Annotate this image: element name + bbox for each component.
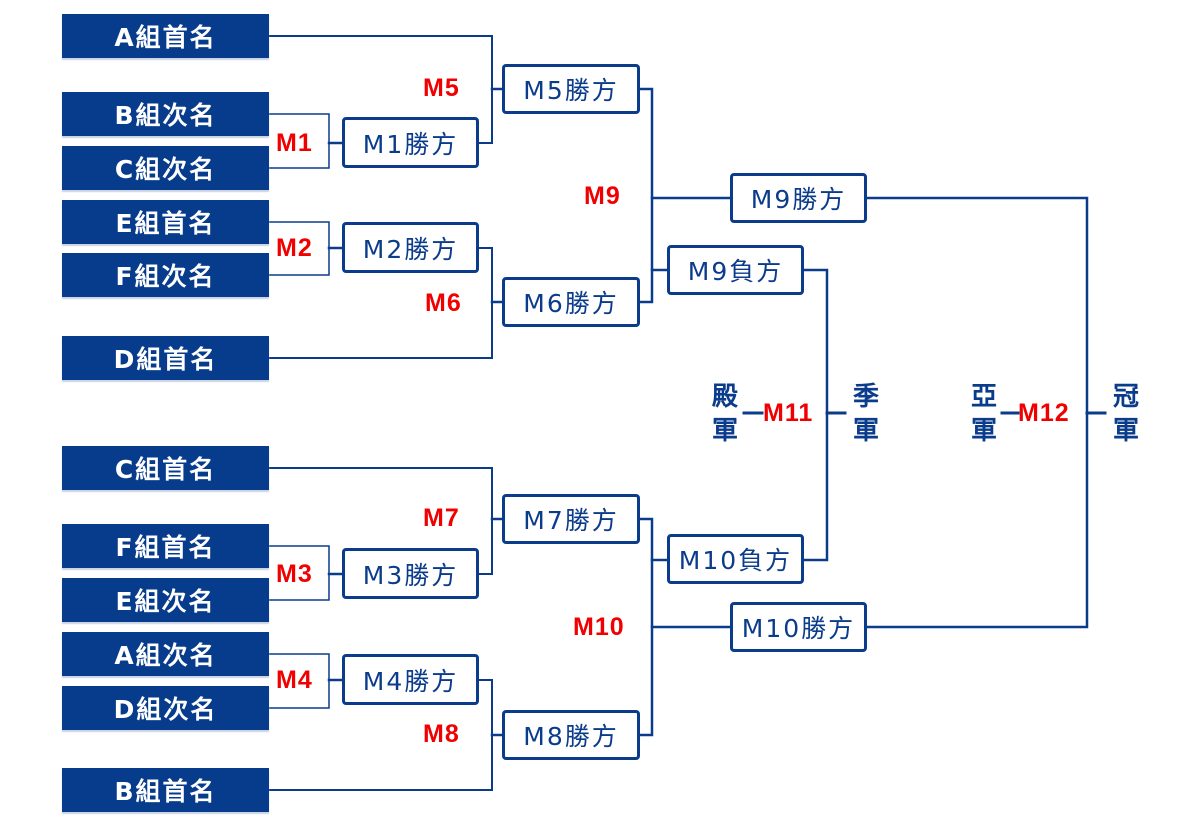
match-label-m1: M1: [276, 129, 313, 157]
seed-b1: B組首名: [62, 768, 269, 812]
match-label-m5: M5: [423, 74, 460, 102]
placing-second-char-2: 軍: [970, 416, 997, 446]
result-m7-winner: M7勝方: [502, 494, 640, 544]
match-label-m9: M9: [584, 182, 621, 210]
connector-m1: [268, 113, 330, 169]
placing-champion-char-1: 冠: [1112, 382, 1139, 412]
result-m10-winner: M10勝方: [730, 602, 867, 652]
placing-second: 亞 軍: [968, 380, 1000, 448]
match-label-m7: M7: [423, 504, 460, 532]
result-m6-winner: M6勝方: [502, 277, 640, 327]
placing-second-char-1: 亞: [970, 382, 997, 412]
match-label-m12: M12: [1018, 399, 1070, 427]
result-m2-winner: M2勝方: [342, 222, 479, 273]
seed-c2: C組次名: [62, 146, 269, 190]
connector-m10: [638, 517, 654, 737]
seed-e1: E組首名: [62, 200, 269, 244]
placing-third: 季 軍: [850, 380, 882, 448]
seed-b2: B組次名: [62, 92, 269, 136]
match-label-m6: M6: [425, 289, 462, 317]
seed-a2: A組次名: [62, 632, 269, 676]
result-m4-winner: M4勝方: [342, 654, 479, 705]
result-m1-winner: M1勝方: [342, 117, 479, 168]
match-label-m11: M11: [763, 399, 814, 427]
connector-m9: [638, 87, 654, 304]
match-label-m2: M2: [276, 234, 313, 262]
placing-champion: 冠 軍: [1110, 380, 1142, 448]
connector-m11: [802, 268, 829, 562]
result-m10-loser: M10負方: [667, 534, 804, 584]
placing-fourth: 殿 軍: [709, 380, 741, 448]
seed-d2: D組次名: [62, 686, 269, 730]
seed-a1: A組首名: [62, 14, 269, 58]
match-label-m3: M3: [276, 560, 313, 588]
placing-third-char-2: 軍: [852, 416, 879, 446]
seed-c1: C組首名: [62, 446, 269, 490]
result-m9-loser: M9負方: [667, 245, 804, 295]
placing-third-char-1: 季: [852, 382, 879, 412]
result-m9-winner: M9勝方: [730, 173, 867, 223]
placing-champion-char-2: 軍: [1112, 416, 1139, 446]
match-label-m10: M10: [573, 613, 625, 641]
placing-fourth-char-2: 軍: [711, 416, 738, 446]
result-m3-winner: M3勝方: [342, 548, 479, 599]
seed-e2: E組次名: [62, 578, 269, 622]
result-m8-winner: M8勝方: [502, 710, 640, 760]
result-m5-winner: M5勝方: [502, 64, 640, 114]
match-label-m8: M8: [423, 720, 460, 748]
seed-f1: F組首名: [62, 524, 269, 568]
connector-m7: [268, 467, 493, 575]
match-label-m4: M4: [276, 666, 313, 694]
placing-fourth-char-1: 殿: [711, 382, 738, 412]
seed-f2: F組次名: [62, 253, 269, 297]
seed-d1: D組首名: [62, 336, 269, 380]
